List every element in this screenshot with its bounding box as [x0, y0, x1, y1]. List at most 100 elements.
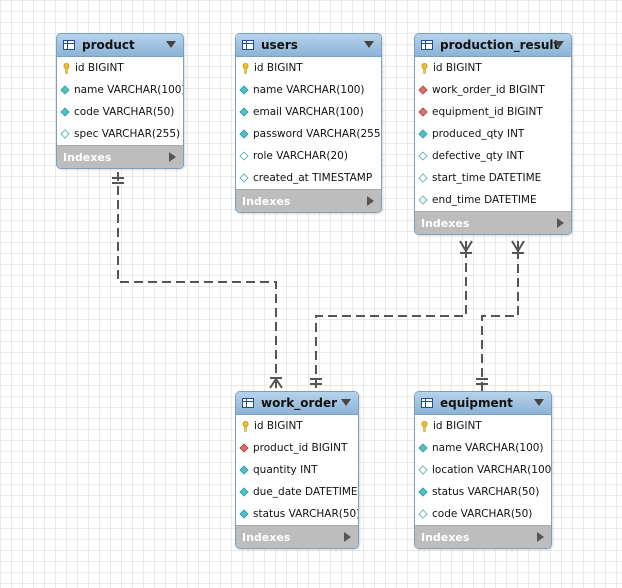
column-list: id BIGINT name VARCHAR(100) location VARCH…: [415, 415, 551, 525]
not-null-column-icon: [418, 487, 428, 497]
column-label: quantity INT: [253, 464, 318, 476]
table-production-result[interactable]: production_result id BIGINT work_order_id…: [414, 33, 572, 235]
column-label: email VARCHAR(100): [253, 106, 364, 118]
nullable-column-icon: [239, 151, 249, 161]
column-row[interactable]: defective_qty INT: [415, 145, 571, 167]
expand-arrow-icon[interactable]: [557, 218, 564, 228]
column-row[interactable]: status VARCHAR(50): [415, 481, 551, 503]
column-row[interactable]: due_date DATETIME: [236, 481, 358, 503]
relationship-product-work-order: [112, 172, 283, 389]
indexes-label: Indexes: [242, 530, 291, 544]
collapse-arrow-icon[interactable]: [534, 399, 544, 406]
column-label: work_order_id BIGINT: [432, 84, 545, 96]
column-row[interactable]: code VARCHAR(50): [415, 503, 551, 525]
indexes-label: Indexes: [421, 216, 470, 230]
column-label: id BIGINT: [75, 62, 124, 74]
column-label: start_time DATETIME: [432, 172, 542, 184]
table-header[interactable]: users: [236, 34, 381, 57]
not-null-column-icon: [239, 85, 249, 95]
column-row[interactable]: work_order_id BIGINT: [415, 79, 571, 101]
indexes-section[interactable]: Indexes: [236, 189, 381, 212]
primary-key-icon: [420, 62, 428, 74]
nullable-column-icon: [239, 173, 249, 183]
column-row[interactable]: product_id BIGINT: [236, 437, 358, 459]
expand-arrow-icon[interactable]: [169, 152, 176, 162]
not-null-column-icon: [239, 465, 249, 475]
foreign-key-icon: [418, 85, 428, 95]
column-row[interactable]: role VARCHAR(20): [236, 145, 381, 167]
relationship-equipment-production-result: [476, 240, 525, 391]
column-label: name VARCHAR(100): [432, 442, 544, 454]
table-equipment[interactable]: equipment id BIGINT name VARCHAR(100) loca…: [414, 391, 552, 549]
expand-arrow-icon[interactable]: [367, 196, 374, 206]
table-icon: [421, 40, 433, 50]
indexes-section[interactable]: Indexes: [415, 525, 551, 548]
indexes-section[interactable]: Indexes: [57, 145, 183, 168]
column-label: status VARCHAR(50): [432, 486, 540, 498]
column-row[interactable]: end_time DATETIME: [415, 189, 571, 211]
column-row[interactable]: name VARCHAR(100): [415, 437, 551, 459]
table-header[interactable]: work_order: [236, 392, 358, 415]
table-header[interactable]: product: [57, 34, 183, 57]
column-label: password VARCHAR(255): [253, 128, 382, 140]
column-row[interactable]: id BIGINT: [236, 415, 358, 437]
nullable-column-icon: [60, 129, 70, 139]
table-name: product: [82, 38, 135, 52]
table-icon: [63, 40, 75, 50]
not-null-column-icon: [239, 129, 249, 139]
column-row[interactable]: name VARCHAR(100): [57, 79, 183, 101]
column-row[interactable]: name VARCHAR(100): [236, 79, 381, 101]
column-label: produced_qty INT: [432, 128, 525, 140]
expand-arrow-icon[interactable]: [344, 532, 351, 542]
column-row[interactable]: produced_qty INT: [415, 123, 571, 145]
column-row[interactable]: id BIGINT: [415, 415, 551, 437]
column-row[interactable]: spec VARCHAR(255): [57, 123, 183, 145]
not-null-column-icon: [60, 85, 70, 95]
column-label: status VARCHAR(50): [253, 508, 359, 520]
collapse-arrow-icon[interactable]: [554, 41, 564, 48]
primary-key-icon: [62, 62, 70, 74]
column-row[interactable]: id BIGINT: [236, 57, 381, 79]
not-null-column-icon: [418, 129, 428, 139]
indexes-section[interactable]: Indexes: [236, 525, 358, 548]
column-row[interactable]: quantity INT: [236, 459, 358, 481]
collapse-arrow-icon[interactable]: [364, 41, 374, 48]
indexes-label: Indexes: [63, 150, 112, 164]
column-label: code VARCHAR(50): [432, 508, 533, 520]
table-users[interactable]: users id BIGINT name VARCHAR(100) email VA…: [235, 33, 382, 213]
not-null-column-icon: [239, 509, 249, 519]
relationship-work-order-production-result: [310, 240, 473, 388]
column-row[interactable]: location VARCHAR(100): [415, 459, 551, 481]
column-row[interactable]: equipment_id BIGINT: [415, 101, 571, 123]
table-header[interactable]: equipment: [415, 392, 551, 415]
not-null-column-icon: [418, 443, 428, 453]
column-row[interactable]: email VARCHAR(100): [236, 101, 381, 123]
column-row[interactable]: id BIGINT: [57, 57, 183, 79]
collapse-arrow-icon[interactable]: [341, 399, 351, 406]
foreign-key-icon: [239, 443, 249, 453]
primary-key-icon: [420, 420, 428, 432]
table-icon: [421, 398, 433, 408]
table-header[interactable]: production_result: [415, 34, 571, 57]
column-row[interactable]: code VARCHAR(50): [57, 101, 183, 123]
column-row[interactable]: password VARCHAR(255): [236, 123, 381, 145]
column-label: spec VARCHAR(255): [74, 128, 181, 140]
column-row[interactable]: start_time DATETIME: [415, 167, 571, 189]
column-label: name VARCHAR(100): [74, 84, 184, 96]
table-name: equipment: [440, 396, 513, 410]
column-list: id BIGINT name VARCHAR(100) code VARCHAR(5…: [57, 57, 183, 145]
column-label: due_date DATETIME: [253, 486, 358, 498]
column-label: id BIGINT: [254, 62, 303, 74]
collapse-arrow-icon[interactable]: [166, 41, 176, 48]
column-row[interactable]: id BIGINT: [415, 57, 571, 79]
column-row[interactable]: status VARCHAR(50): [236, 503, 358, 525]
expand-arrow-icon[interactable]: [537, 532, 544, 542]
column-row[interactable]: created_at TIMESTAMP: [236, 167, 381, 189]
nullable-column-icon: [418, 195, 428, 205]
nullable-column-icon: [418, 465, 428, 475]
nullable-column-icon: [418, 173, 428, 183]
table-product[interactable]: product id BIGINT name VARCHAR(100) code V…: [56, 33, 184, 169]
indexes-section[interactable]: Indexes: [415, 211, 571, 234]
